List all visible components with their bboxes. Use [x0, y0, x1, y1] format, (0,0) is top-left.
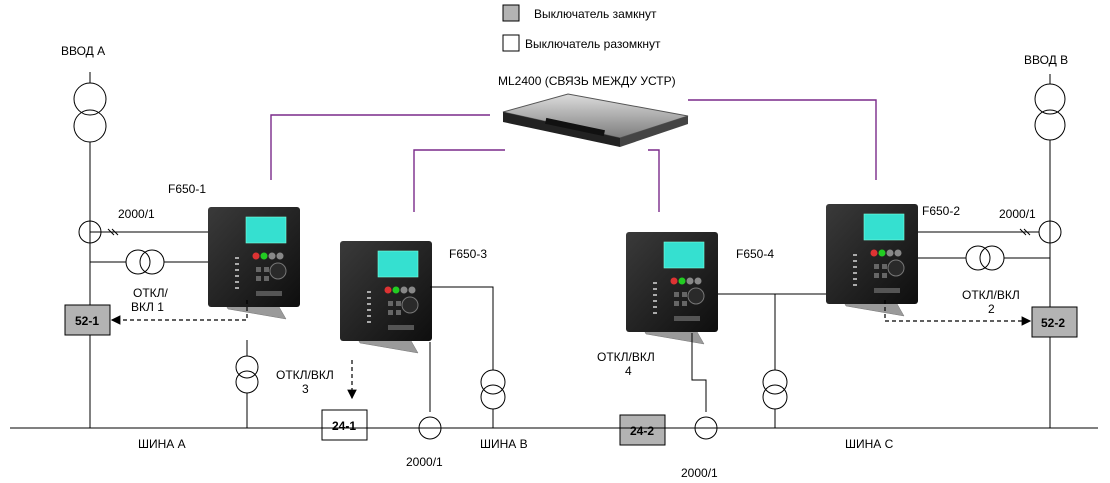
- input-b-transformer-icon: [1034, 74, 1066, 141]
- trip-label-4b: 4: [625, 364, 632, 378]
- relay-f650-1-label: F650-1: [168, 182, 206, 196]
- relay-f650-1: [207, 206, 301, 320]
- vt-a-icon: [125, 249, 165, 275]
- breaker-52-2: [1031, 306, 1078, 338]
- link-f650-3: [413, 149, 505, 212]
- vt-bus-b-icon: [480, 369, 506, 410]
- legend-closed-swatch: [502, 4, 520, 22]
- relay-f650-4: [625, 231, 719, 345]
- switch-label: ML2400 (СВЯЗЬ МЕЖДУ УСТР): [498, 74, 676, 88]
- breaker-52-1: [64, 304, 111, 336]
- trip-label-2a: ОТКЛ/ВКЛ: [962, 288, 1020, 302]
- relay-f650-2: [825, 203, 919, 317]
- legend-closed-label: Выключатель замкнут: [534, 7, 657, 21]
- input-a-transformer-icon: [73, 72, 107, 143]
- trip-line-2: [884, 300, 1032, 326]
- input-a-label: ВВОД А: [61, 44, 105, 58]
- breaker-24-1-label: 24-1: [332, 419, 356, 433]
- relay-f650-4-label: F650-4: [736, 247, 774, 261]
- legend-open-label: Выключатель разомкнут: [525, 37, 661, 51]
- bus-a-label: ШИНА А: [138, 437, 186, 451]
- ct-b-ratio: 2000/1: [999, 207, 1036, 221]
- relay-f650-3-label: F650-3: [449, 247, 487, 261]
- link-f650-1: [270, 114, 490, 180]
- relay-f650-3: [339, 240, 433, 354]
- trip-label-4a: ОТКЛ/ВКЛ: [597, 350, 655, 364]
- input-b-label: ВВОД В: [1024, 53, 1068, 67]
- vt-b-icon: [965, 245, 1005, 271]
- legend-open-swatch: [502, 34, 520, 52]
- bus-c-label: ШИНА С: [845, 437, 894, 451]
- bus-b-label: ШИНА В: [480, 437, 528, 451]
- ethernet-switch-icon: [502, 93, 689, 147]
- relay-f650-2-label: F650-2: [922, 204, 960, 218]
- vt-bus-c-icon: [762, 369, 788, 410]
- breaker-24-1: [321, 409, 368, 441]
- breaker-24-2-label: 24-2: [630, 424, 654, 438]
- trip-label-3b: 3: [302, 382, 309, 396]
- trip-label-1b: ВКЛ 1: [131, 300, 164, 314]
- breaker-24-2: [619, 414, 666, 446]
- trip-label-1a: ОТКЛ/: [133, 286, 169, 300]
- trip-label-3a: ОТКЛ/ВКЛ: [276, 368, 334, 382]
- trip-label-2b: 2: [988, 302, 995, 316]
- link-f650-2: [688, 99, 877, 180]
- ct-bus-b-ratio: 2000/1: [406, 455, 443, 469]
- vt-bus-a-icon: [235, 355, 259, 394]
- breaker-52-2-label: 52-2: [1041, 316, 1065, 330]
- breaker-52-1-label: 52-1: [75, 314, 99, 328]
- ct-a-ratio: 2000/1: [118, 207, 155, 221]
- ct-bus-c-ratio: 2000/1: [681, 466, 718, 480]
- link-f650-4: [648, 149, 660, 212]
